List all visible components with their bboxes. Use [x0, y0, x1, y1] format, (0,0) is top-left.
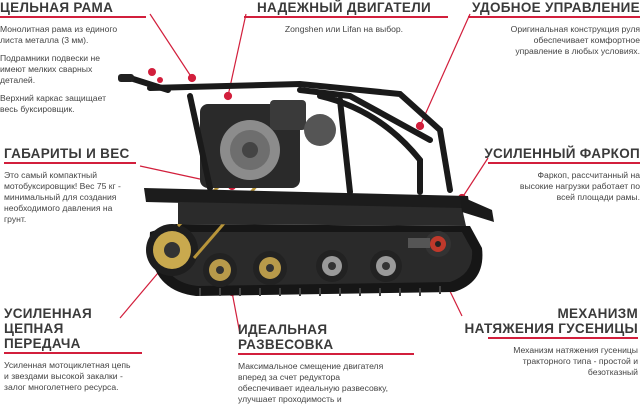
feature-text: Это самый компактный мотобуксировщик! Ве… — [4, 170, 121, 224]
title-underline — [244, 16, 448, 18]
road-wheel — [203, 253, 237, 287]
callout-control-line — [419, 13, 471, 127]
feature-title: УДОБНОЕ УПРАВЛЕНИЕ — [472, 0, 640, 15]
road-wheel — [370, 250, 402, 282]
feature-text: Оригинальная конструкция руля обеспечива… — [510, 24, 640, 56]
feature-title: ГАБАРИТЫ И ВЕС — [4, 146, 130, 161]
drive-sprocket — [146, 224, 198, 276]
feature-track-tension: МЕХАНИЗМ НАТЯЖЕНИЯ ГУСЕНИЦЫ Механизм нат… — [464, 306, 638, 378]
handlebar — [118, 68, 171, 93]
hitch — [460, 196, 494, 222]
upper-frame — [147, 80, 453, 195]
title-underline — [0, 16, 146, 18]
feature-text: Верхний каркас защищает весь буксировщик… — [0, 93, 107, 114]
feature-title: ИДЕАЛЬНАЯ РАЗВЕСОВКА — [238, 322, 334, 352]
title-underline — [4, 162, 136, 164]
deck — [144, 188, 470, 226]
feature-title: УСИЛЕННАЯ — [4, 306, 92, 321]
callout-control-dot — [415, 121, 425, 131]
feature-easy-control: УДОБНОЕ УПРАВЛЕНИЕ Оригинальная конструк… — [468, 0, 640, 57]
feature-solid-frame: ЦЕЛЬНАЯ РАМА Монолитная рама из единого … — [0, 0, 150, 115]
feature-ideal-balance: ИДЕАЛЬНАЯ РАЗВЕСОВКА Максимальное смещен… — [238, 322, 418, 406]
feature-title: НАТЯЖЕНИЯ ГУСЕНИЦЫ — [464, 321, 638, 336]
tension-mechanism — [408, 231, 451, 257]
feature-reliable-engines: НАДЕЖНЫЙ ДВИГАТЕЛИ Zongshen или Lifan на… — [244, 0, 448, 35]
callout-hitch-line — [461, 157, 489, 199]
feature-title: МЕХАНИЗМ — [557, 306, 638, 321]
callout-engine-line — [227, 13, 247, 97]
feature-text: Zongshen или Lifan на выбор. — [284, 24, 404, 34]
feature-text: Подрамники подвески не имеют мелких свар… — [0, 53, 101, 85]
feature-dimensions-weight: ГАБАРИТЫ И ВЕС Это самый компактный мото… — [4, 146, 144, 225]
feature-text: Механизм натяжения гусеницы тракторного … — [513, 345, 638, 377]
road-wheel — [253, 251, 287, 285]
feature-text: Максимальное смещение двигателя вперед з… — [238, 361, 388, 406]
road-wheels — [203, 250, 402, 287]
feature-text: Усиленная мотоциклетная цепь и звездами … — [4, 360, 131, 392]
title-underline — [238, 353, 414, 355]
title-underline — [488, 162, 640, 164]
callout-frame-dot — [187, 73, 197, 83]
title-underline — [488, 337, 638, 339]
engine — [200, 100, 336, 188]
feature-title: УСИЛЕННЫЙ ФАРКОП — [484, 146, 640, 161]
callout-frame-line — [149, 13, 193, 79]
feature-title: ЦЕПНАЯ ПЕРЕДАЧА — [4, 321, 81, 351]
feature-reinforced-hitch: УСИЛЕННЫЙ ФАРКОП Фаркоп, рассчитанный на… — [468, 146, 640, 203]
callout-balance-line — [231, 291, 241, 335]
feature-title: НАДЕЖНЫЙ ДВИГАТЕЛИ — [256, 0, 432, 15]
feature-chain-drive: УСИЛЕННАЯ ЦЕПНАЯ ПЕРЕДАЧА Усиленная мото… — [4, 306, 144, 393]
title-underline — [4, 352, 142, 354]
feature-title: ЦЕЛЬНАЯ РАМА — [0, 0, 114, 15]
road-wheel — [316, 250, 348, 282]
feature-text: Фаркоп, рассчитанный на высокие нагрузки… — [519, 170, 640, 202]
feature-text: Монолитная рама из единого листа металла… — [0, 24, 118, 45]
title-underline — [468, 16, 640, 18]
callout-engine-dot — [223, 91, 233, 101]
